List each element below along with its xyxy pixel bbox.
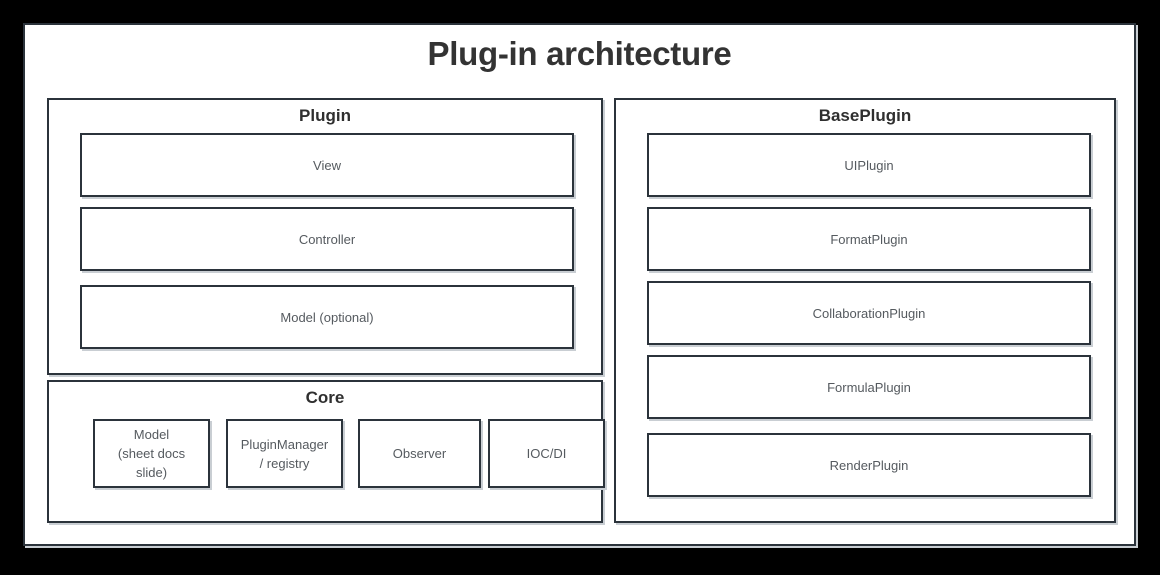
box-plugin-manager-label: PluginManager / registry <box>240 436 329 471</box>
box-controller[interactable]: Controller <box>80 207 574 271</box>
box-plugin-manager[interactable]: PluginManager / registry <box>226 419 343 488</box>
box-model-optional[interactable]: Model (optional) <box>80 285 574 349</box>
box-ioc-di[interactable]: IOC/DI <box>488 419 605 488</box>
box-uiplugin[interactable]: UIPlugin <box>647 133 1091 197</box>
panel-core-title: Core <box>305 388 345 407</box>
box-formulaplugin[interactable]: FormulaPlugin <box>647 355 1091 419</box>
box-collaborationplugin[interactable]: CollaborationPlugin <box>647 281 1091 345</box>
box-renderplugin-label: RenderPlugin <box>829 457 909 473</box>
box-view-label: View <box>313 157 341 173</box>
box-core-model[interactable]: Model (sheet docs slide) <box>93 419 210 488</box>
panel-baseplugin[interactable]: BasePlugin UIPlugin FormatPlugin Collabo… <box>614 98 1116 523</box>
box-uiplugin-label: UIPlugin <box>844 157 894 173</box>
diagram-canvas: Plug-in architecture Plugin View Control… <box>23 23 1136 546</box>
box-model-optional-label: Model (optional) <box>280 309 374 325</box>
page-title: Plug-in architecture <box>427 35 732 72</box>
box-observer[interactable]: Observer <box>358 419 481 488</box>
box-ioc-di-label: IOC/DI <box>526 446 567 461</box>
box-formatplugin[interactable]: FormatPlugin <box>647 207 1091 271</box>
box-formatplugin-label: FormatPlugin <box>830 231 908 247</box>
box-view[interactable]: View <box>80 133 574 197</box>
panel-plugin[interactable]: Plugin View Controller Model (optional) <box>47 98 603 375</box>
box-formulaplugin-label: FormulaPlugin <box>827 379 911 395</box>
box-collaborationplugin-label: CollaborationPlugin <box>812 305 926 321</box>
box-renderplugin[interactable]: RenderPlugin <box>647 433 1091 497</box>
panel-core[interactable]: Core Model (sheet docs slide) PluginMana… <box>47 380 605 523</box>
panel-plugin-title: Plugin <box>299 106 351 125</box>
panel-baseplugin-title: BasePlugin <box>818 106 912 125</box>
box-core-model-label: Model (sheet docs slide) <box>117 427 186 480</box>
box-observer-label: Observer <box>392 446 447 461</box>
box-controller-label: Controller <box>298 231 356 247</box>
